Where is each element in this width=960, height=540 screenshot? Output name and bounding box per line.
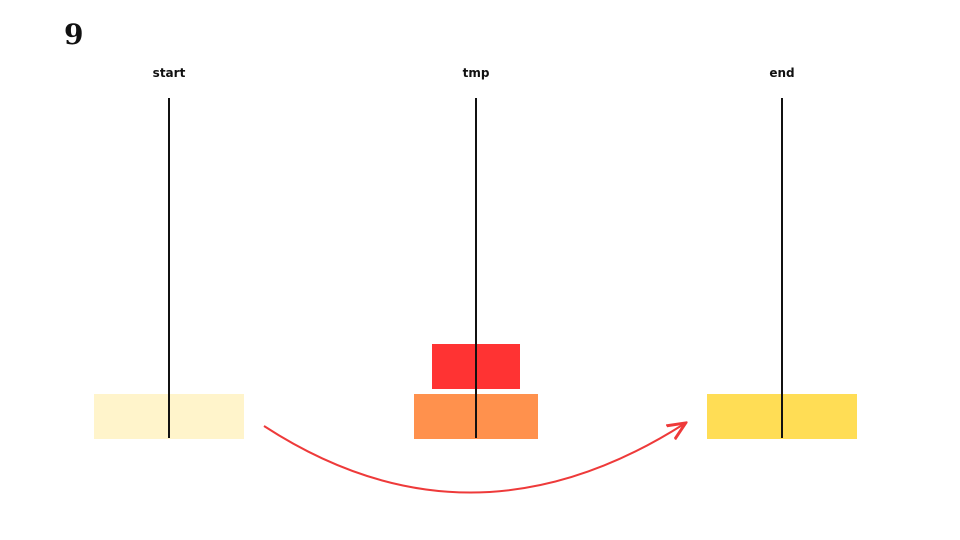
peg-label-end: end [769,66,795,80]
peg-tmp [475,98,477,438]
peg-label-tmp: tmp [462,66,490,80]
peg-label-start: start [152,66,186,80]
peg-start [168,98,170,438]
step-number: 9 [64,18,84,51]
peg-end [781,98,783,438]
